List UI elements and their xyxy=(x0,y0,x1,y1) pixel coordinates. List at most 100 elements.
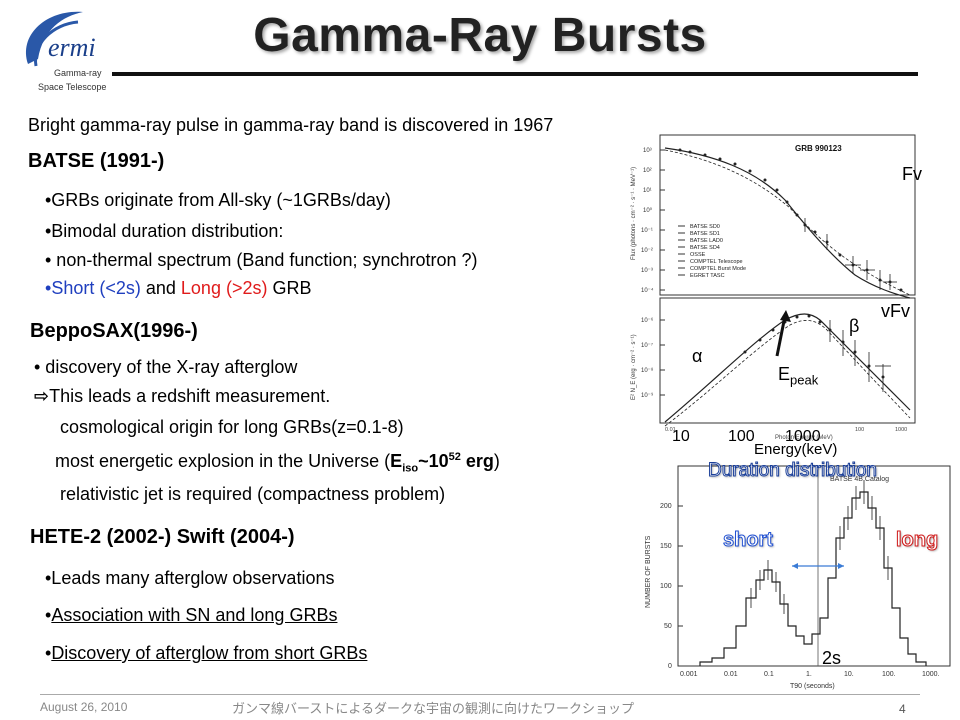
grb-text: GRB xyxy=(267,278,312,298)
svg-text:1000.: 1000. xyxy=(922,671,940,678)
svg-text:10.: 10. xyxy=(844,671,854,678)
flux-axis-label: Flux (photons · cm⁻² · s⁻¹ · MeV⁻¹) xyxy=(631,167,637,260)
svg-text:50: 50 xyxy=(664,623,672,630)
histogram-frame xyxy=(677,465,951,667)
vfv-label: vFv xyxy=(881,301,910,321)
tick-100: 100 xyxy=(728,428,755,445)
svg-text:0.01: 0.01 xyxy=(665,427,676,433)
bullet-mark: • xyxy=(45,605,52,625)
svg-text:0: 0 xyxy=(668,663,672,670)
catalog-label: BATSE 4B Catalog xyxy=(830,476,889,483)
photon-energy-label: Photon Energy (MeV) xyxy=(775,435,833,441)
epeak-sub: peak xyxy=(790,372,819,388)
svg-text:10⁻³: 10⁻³ xyxy=(641,268,653,274)
svg-text:150: 150 xyxy=(660,543,672,550)
logo-name: ermi xyxy=(48,33,96,62)
footer-divider xyxy=(40,694,920,695)
histogram-xticks: 0.001 0.01 0.1 1. 10. 100. 1000. xyxy=(680,671,940,678)
short-grb-text: Short (<2s) xyxy=(51,278,141,298)
logo-line2: Space Telescope xyxy=(38,82,106,92)
energy-axis-label: Energy(keV) xyxy=(754,441,838,458)
svg-text:BATSE SD0: BATSE SD0 xyxy=(690,224,720,230)
svg-text:10⁻⁸: 10⁻⁸ xyxy=(641,367,654,374)
sn-association-text: Association with SN and long GRBs xyxy=(51,605,338,625)
logo-line1: Gamma-ray xyxy=(54,68,102,78)
histogram-xlabel: T90 (seconds) xyxy=(790,683,835,690)
long-grb-text: Long (>2s) xyxy=(180,278,268,298)
svg-text:100: 100 xyxy=(660,583,672,590)
tick-1000: 1000 xyxy=(785,428,821,445)
epeak-arrow xyxy=(775,315,787,357)
batse-heading: BATSE (1991-) xyxy=(28,150,165,172)
svg-text:10⁻²: 10⁻² xyxy=(641,248,653,254)
svg-text:10⁻⁴: 10⁻⁴ xyxy=(641,287,654,294)
duration-distribution-title: Duration distribution xyxy=(708,460,878,482)
histogram-ylabel: NUMBER OF BURSTS xyxy=(645,535,652,608)
hete-heading: HETE-2 (2002-) Swift (2004-) xyxy=(30,526,295,548)
svg-text:0.001: 0.001 xyxy=(680,671,698,678)
svg-text:BATSE SD1: BATSE SD1 xyxy=(690,231,720,237)
batse-bullet-2: •Bimodal duration distribution: xyxy=(45,221,284,241)
grb-name-label: GRB 990123 xyxy=(795,144,842,153)
svg-text:COMPTEL Telescope: COMPTEL Telescope xyxy=(690,259,743,265)
batse-bullet-4: •Short (<2s) and Long (>2s) GRB xyxy=(45,278,311,299)
svg-text:1000: 1000 xyxy=(895,427,907,433)
flux-data-points xyxy=(678,148,903,292)
fermi-logo: ermi Gamma-ray Space Telescope xyxy=(26,11,106,92)
slide-title: Gamma-Ray Bursts xyxy=(253,9,707,62)
batse-bullet-3: • non-thermal spectrum (Band function; s… xyxy=(45,250,478,270)
svg-text:COMPTEL Burst Mode: COMPTEL Burst Mode xyxy=(690,266,746,272)
and-text: and xyxy=(140,278,181,298)
svg-text:10⁻¹: 10⁻¹ xyxy=(641,228,653,234)
eiso-sub: iso xyxy=(402,462,419,475)
svg-text:200: 200 xyxy=(660,503,672,510)
svg-text:OSSE: OSSE xyxy=(690,252,706,258)
svg-text:10⁻⁷: 10⁻⁷ xyxy=(641,342,653,349)
svg-text:10²: 10² xyxy=(643,168,652,174)
epeak-symbol: E xyxy=(778,364,791,384)
tick-10: 10 xyxy=(672,428,690,445)
fv-label: Fv xyxy=(902,164,922,184)
svg-text:10⁻⁹: 10⁻⁹ xyxy=(641,392,654,399)
hete-bullet-1: •Leads many afterglow observations xyxy=(45,568,335,588)
duration-histogram: BATSE 4B Catalog 0 50 100 150 200 NUMBER… xyxy=(645,465,951,690)
energetic-text: most energetic explosion in the Universe… xyxy=(55,451,391,471)
beta-label: β xyxy=(849,316,860,336)
beppo-heading: BeppoSAX(1996-) xyxy=(30,320,198,342)
svg-text:EGRET TASC: EGRET TASC xyxy=(690,273,725,279)
two-second-label: 2s xyxy=(822,648,842,668)
svg-text:10¹: 10¹ xyxy=(643,188,652,194)
footer-date: August 26, 2010 xyxy=(40,700,128,714)
hete-bullet-2: •Association with SN and long GRBs xyxy=(45,605,337,626)
svg-text:100: 100 xyxy=(855,427,864,433)
short-label: short xyxy=(723,529,774,552)
nufnu-axis-label: E² N_E (erg · cm⁻² · s⁻¹) xyxy=(631,334,637,400)
bullet-mark: • xyxy=(45,278,52,298)
batse-bullet-1: •GRBs originate from All-sky (~1GRBs/day… xyxy=(45,190,391,210)
svg-text:BATSE LAD0: BATSE LAD0 xyxy=(690,238,723,244)
eiso-exp: 52 xyxy=(448,451,461,463)
long-label: long xyxy=(895,529,939,552)
bullet-mark: • xyxy=(45,643,52,663)
beppo-bullet-3: cosmological origin for long GRBs(z=0.1-… xyxy=(60,417,404,437)
histogram-steps xyxy=(699,491,927,666)
svg-text:0.1: 0.1 xyxy=(764,671,774,678)
epeak-label: Epeak xyxy=(778,364,818,388)
footer-workshop-title: ガンマ線バーストによるダークな宇宙の観測に向けたワークショップ xyxy=(232,701,634,716)
eiso-value: ~10 xyxy=(418,451,449,471)
beppo-bullet-5: relativistic jet is required (compactnes… xyxy=(60,484,446,504)
intro-text: Bright gamma-ray pulse in gamma-ray band… xyxy=(28,115,554,135)
nufnu-model-curve xyxy=(664,313,911,423)
svg-text:10³: 10³ xyxy=(643,148,652,154)
arrow-icon: ⇨ xyxy=(34,386,50,406)
svg-text:1.: 1. xyxy=(806,671,812,678)
title-underline xyxy=(112,72,918,76)
flux-panel xyxy=(659,134,916,296)
spectrum-legend: BATSE SD0 BATSE SD1 BATSE LAD0 BATSE SD4… xyxy=(690,224,746,279)
beppo-bullet-1: • discovery of the X-ray afterglow xyxy=(34,357,298,377)
alpha-label: α xyxy=(692,346,703,366)
svg-text:100.: 100. xyxy=(882,671,896,678)
eiso-symbol: E xyxy=(390,451,403,471)
svg-text:0.01: 0.01 xyxy=(724,671,738,678)
svg-text:BATSE SD4: BATSE SD4 xyxy=(690,245,720,251)
